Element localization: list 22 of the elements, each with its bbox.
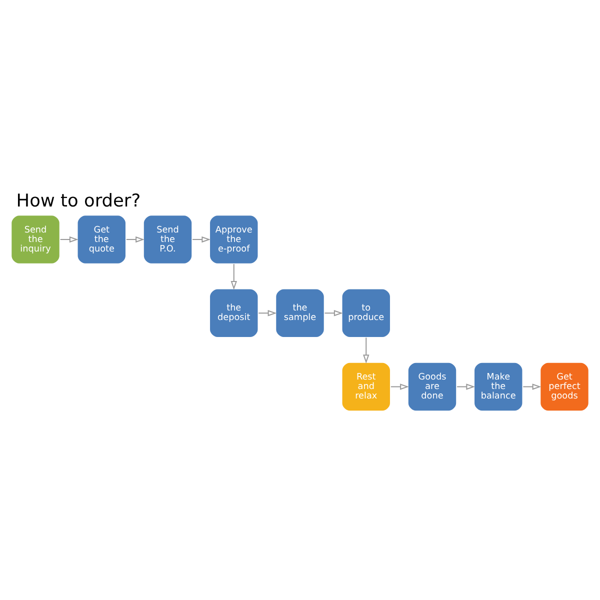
arrow [390, 383, 409, 390]
node-box: the deposit [208, 287, 260, 338]
arrow [363, 337, 370, 364]
arrow [126, 236, 144, 242]
node-box: Get the quote [76, 214, 127, 264]
arrow [457, 383, 476, 390]
node-box: Goods are done [407, 361, 458, 412]
node-box: Send the P.O. [142, 214, 193, 264]
arrow [523, 383, 542, 390]
diagram-title: How to order? [16, 191, 141, 212]
arrow [230, 264, 237, 290]
node-box: the sample [274, 287, 326, 338]
node-box: Rest and relax [340, 361, 392, 412]
arrow [258, 310, 277, 316]
node-box: Approve the e-proof [208, 214, 260, 264]
arrow [60, 236, 78, 242]
node-box: Get perfect goods [539, 361, 590, 412]
node-box: to produce [340, 287, 392, 338]
node-box: Make the balance [473, 361, 524, 412]
arrow [192, 236, 211, 242]
node-box: Send the inquiry [10, 214, 61, 264]
arrow [324, 310, 343, 316]
